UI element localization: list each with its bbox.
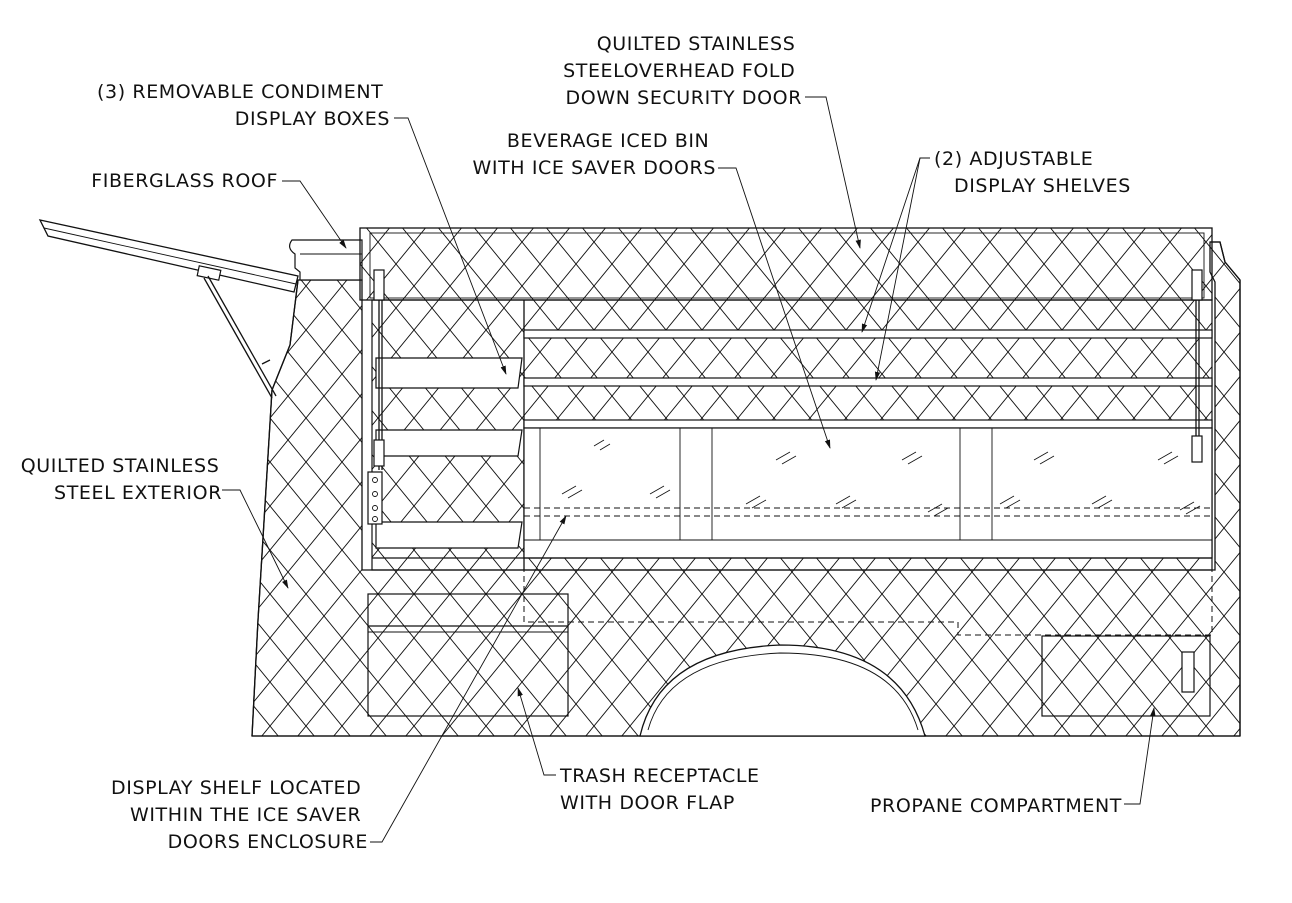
roof-edge (289, 239, 363, 281)
cart-body (251, 239, 1241, 737)
hinge-plate (367, 471, 383, 525)
callout-exterior: QUILTED STAINLESS STEEL EXTERIOR (21, 455, 226, 504)
trash-receptacle (367, 593, 569, 717)
fiberglass-roof (38, 219, 299, 399)
glass-reflections (561, 439, 1201, 517)
interior (367, 269, 1213, 636)
display-shelf-lower (523, 377, 1213, 387)
callout-trash: TRASH RECEPTACLE WITH DOOR FLAP (559, 765, 766, 814)
condiment-boxes (375, 357, 523, 549)
display-shelf-upper (523, 329, 1213, 339)
callout-display-shelf-enclosure: DISPLAY SHELF LOCATED WITHIN THE ICE SAV… (111, 777, 368, 853)
callout-iced-bin: BEVERAGE ICED BIN WITH ICE SAVER DOORS (473, 130, 716, 179)
gas-struts (373, 269, 1203, 470)
callout-display-shelves: (2) ADJUSTABLE DISPLAY SHELVES (934, 148, 1131, 197)
callout-condiment-boxes: (3) REMOVABLE CONDIMENT DISPLAY BOXES (97, 81, 390, 130)
ice-saver-doors (523, 427, 1213, 559)
propane-compartment (1041, 635, 1211, 717)
overhead-door (359, 227, 1213, 301)
callout-propane: PROPANE COMPARTMENT (870, 795, 1122, 817)
wheel-well (639, 644, 926, 737)
callouts: QUILTED STAINLESS STEELOVERHEAD FOLD DOW… (21, 33, 1131, 853)
leader-lines (222, 96, 1156, 843)
callout-fiberglass-roof: FIBERGLASS ROOF (91, 170, 278, 192)
callout-fold-down-door: QUILTED STAINLESS STEELOVERHEAD FOLD DOW… (563, 33, 802, 109)
